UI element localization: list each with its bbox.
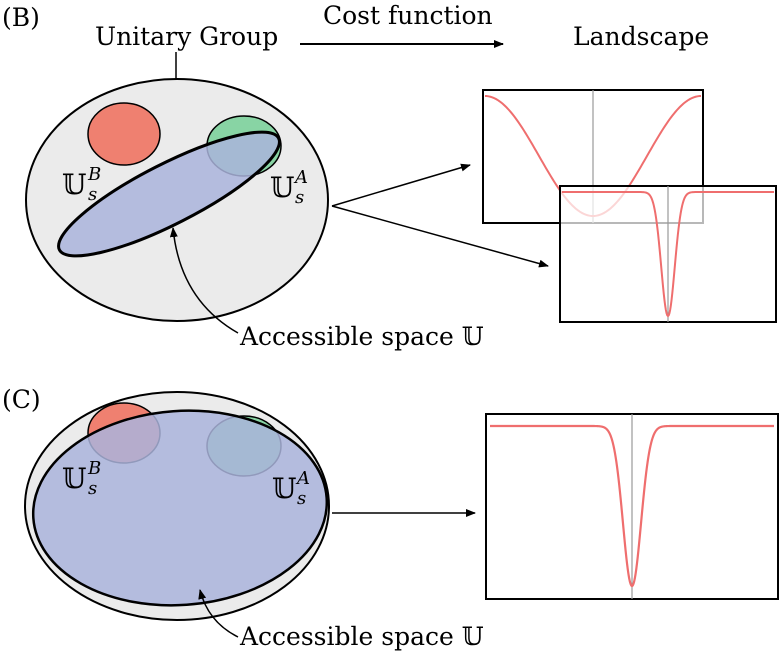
accessible-space-ellipse-c — [31, 409, 329, 607]
svg-text:𝕌: 𝕌 — [62, 168, 86, 201]
narrow-landscape-curve-b — [562, 191, 774, 318]
panel-b-label: (B) — [2, 3, 40, 32]
panel-c: (C) 𝕌 B s 𝕌 A s Accessible space 𝕌 — [2, 385, 779, 651]
accessible-pointer-arrow — [169, 227, 239, 334]
svg-text:𝕌: 𝕌 — [270, 171, 294, 204]
svg-text:𝕌: 𝕌 — [272, 472, 296, 505]
svg-text:s: s — [88, 184, 97, 205]
accessible-space-ellipse — [57, 130, 281, 258]
panel-b: (B) Unitary Group Cost function Landscap… — [2, 1, 777, 351]
accessible-space-label: Accessible space 𝕌 — [239, 322, 484, 351]
set-b-circle — [87, 102, 161, 166]
arrow-to-broad-plot — [331, 163, 471, 207]
svg-text:B: B — [87, 458, 101, 479]
cost-function-label: Cost function — [323, 1, 493, 30]
svg-text:𝕌: 𝕌 — [62, 462, 86, 495]
svg-text:s: s — [295, 187, 304, 208]
panel-c-label: (C) — [2, 385, 41, 414]
svg-text:s: s — [297, 488, 306, 509]
svg-text:s: s — [88, 478, 97, 499]
set-a-label: 𝕌 A s — [270, 167, 308, 208]
set-a-label-c: 𝕌 A s — [272, 468, 310, 509]
accessible-pointer-arrow-c — [198, 589, 239, 638]
narrow-landscape-plot-b — [559, 185, 777, 323]
set-b-label: 𝕌 B s — [62, 164, 101, 205]
svg-text:B: B — [87, 164, 101, 185]
landscape-title: Landscape — [573, 22, 709, 51]
svg-text:A: A — [293, 167, 308, 188]
arrow-to-narrow-plot — [331, 205, 549, 268]
narrow-landscape-curve-c — [490, 424, 774, 588]
narrow-landscape-plot-c — [485, 413, 779, 600]
svg-text:A: A — [295, 468, 310, 489]
unitary-group-title: Unitary Group — [95, 22, 278, 51]
accessible-space-label-c: Accessible space 𝕌 — [239, 622, 484, 651]
set-b-label-c: 𝕌 B s — [62, 458, 101, 499]
